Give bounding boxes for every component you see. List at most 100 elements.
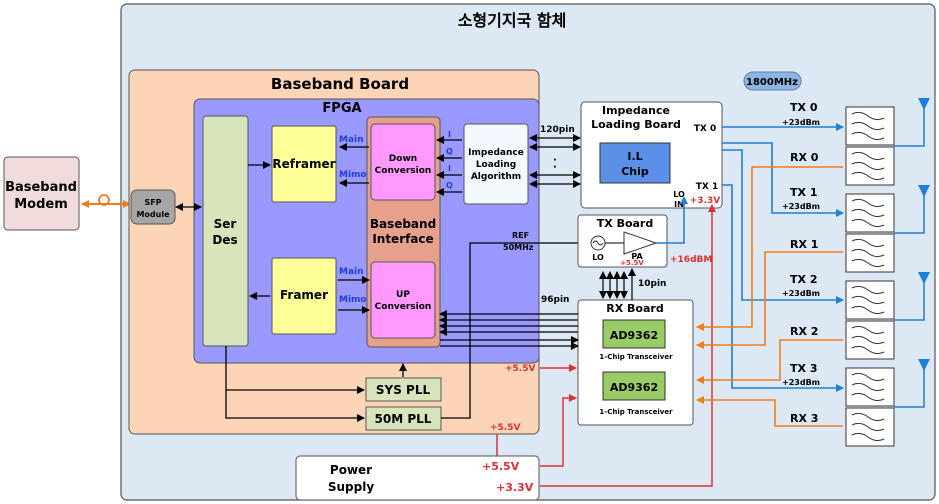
rx-board <box>577 299 694 426</box>
frequency-badge <box>743 71 802 91</box>
fpga-title: FPGA <box>322 101 361 116</box>
impedance-algo-line3: Algorithm <box>471 172 521 182</box>
bus-120-dots-2: · <box>553 162 557 173</box>
filter-rx2 <box>845 320 895 360</box>
filter-tx2 <box>845 280 895 320</box>
up-conversion-block <box>370 261 436 339</box>
reframer-label: Reframer <box>272 157 335 171</box>
rx1-line <box>696 251 843 349</box>
power-supply-line2: Supply <box>328 480 374 494</box>
mimo-label-top: Mimo <box>339 170 367 180</box>
pin-120-label: 120pin <box>540 125 575 135</box>
impedance-board-line2: Loading Board <box>591 118 681 131</box>
filter-rx0 <box>845 146 895 186</box>
power-supply-v55: +5.5V <box>482 460 520 473</box>
filter-tx1 <box>845 193 895 233</box>
ps-v33-to-il <box>540 204 716 487</box>
il-chip-line2: Chip <box>621 165 649 178</box>
sys-pll-label: SYS PLL <box>376 383 431 397</box>
mimo-label-bottom: Mimo <box>339 295 367 305</box>
main-label-top: Main <box>339 135 364 145</box>
channel-tx3-label: TX 3 <box>790 362 817 375</box>
rx2-line <box>696 339 843 384</box>
sys-pll-block <box>365 377 442 402</box>
impedance-board-line1: Impedance <box>602 104 670 117</box>
tx-board-pa: PA <box>631 252 643 261</box>
il-chip-line1: I.L <box>627 150 642 163</box>
channel-tx0-label: TX 0 <box>790 101 818 114</box>
serdes-line1: Ser <box>214 217 237 231</box>
channel-tx2-label: TX 2 <box>790 273 817 286</box>
enclosure-title: 소형기지국 함체 <box>458 11 567 30</box>
tx3-line <box>722 184 844 392</box>
pa-amplifier-icon <box>623 231 658 255</box>
iq-label-2: I <box>448 164 451 173</box>
tx-board-lo: LO <box>592 253 604 262</box>
down-conversion-line1: Down <box>389 154 417 164</box>
power-supply-line1: Power <box>330 463 372 477</box>
rx-chip2-sub: 1-Chip Transceiver <box>599 408 673 416</box>
impedance-in: IN <box>674 200 684 209</box>
iq-label-0: I <box>448 130 451 139</box>
iq-label-3: Q <box>446 181 453 190</box>
power-supply-block <box>295 455 540 501</box>
frequency-label: 1800MHz <box>746 77 798 88</box>
tx-board <box>577 214 668 268</box>
framer-block <box>271 257 337 335</box>
reframer-block <box>271 125 337 203</box>
impedance-algo-line2: Loading <box>476 160 516 170</box>
filter-tx0 <box>845 106 895 146</box>
channel-tx3-power: +23dBm <box>782 378 820 387</box>
antenna-icon-0 <box>894 98 930 147</box>
ref-label-line2: 50MHz <box>503 243 534 252</box>
tx2-line <box>722 149 844 304</box>
tx-board-v55: +5.5V <box>620 259 644 267</box>
channel-tx2-power: +23dBm <box>782 289 820 298</box>
bus-120-dots-1: · <box>553 155 557 166</box>
channel-rx1-label: RX 1 <box>790 238 818 251</box>
framer-label: Framer <box>280 288 328 302</box>
antenna-icon-1 <box>894 185 930 234</box>
filter-tx3 <box>845 367 895 407</box>
pin-96-label: 96pin <box>541 295 569 305</box>
filter-rx3 <box>845 407 895 447</box>
serdes-block <box>202 115 249 347</box>
iq-label-1: Q <box>446 147 453 156</box>
filter-rx1 <box>845 233 895 273</box>
ref-label-line1: REF <box>512 231 529 240</box>
tx1-line <box>722 142 844 217</box>
pin-10-label: 10pin <box>638 279 666 289</box>
sfp-line2: Module <box>136 210 170 219</box>
rx-chip2-label: AD9362 <box>610 381 658 394</box>
rx-chip1-label: AD9362 <box>610 329 658 342</box>
baseband-modem <box>3 156 80 231</box>
impedance-algo-line1: Impedance <box>468 148 524 158</box>
bb-interface-line2: Interface <box>372 232 433 246</box>
il-chip <box>599 142 671 184</box>
bb-interface-line1: Baseband <box>370 217 436 231</box>
baseband-board-title: Baseband Board <box>271 75 409 93</box>
channel-tx1-power: +23dBm <box>782 202 820 211</box>
fiber-loop-icon <box>98 194 110 206</box>
up-conversion-line1: UP <box>396 290 410 300</box>
channel-tx1-label: TX 1 <box>790 186 817 199</box>
rx-board-title: RX Board <box>606 302 663 315</box>
tx-board-title: TX Board <box>597 217 653 230</box>
main-label-bottom: Main <box>339 267 364 277</box>
channel-rx2-label: RX 2 <box>790 325 818 338</box>
ref-line-1 <box>441 242 500 419</box>
channel-rx3-label: RX 3 <box>790 412 818 425</box>
antenna-icon-3 <box>894 359 930 408</box>
tx-board-to-il-line <box>656 196 688 244</box>
impedance-algorithm-block <box>463 123 529 205</box>
impedance-lo: LO <box>673 190 685 199</box>
channel-tx0-power: +23dBm <box>782 118 820 127</box>
ad9362-chip-2 <box>602 371 666 401</box>
impedance-tx1: TX 1 <box>696 182 718 192</box>
power-supply-v33: +3.3V <box>496 481 534 494</box>
baseband-modem-line2: Modem <box>14 197 68 212</box>
up-conversion-line2: Conversion <box>375 302 432 312</box>
rx-chip1-sub: 1-Chip Transceiver <box>599 353 673 361</box>
ad9362-chip-1 <box>602 319 666 349</box>
